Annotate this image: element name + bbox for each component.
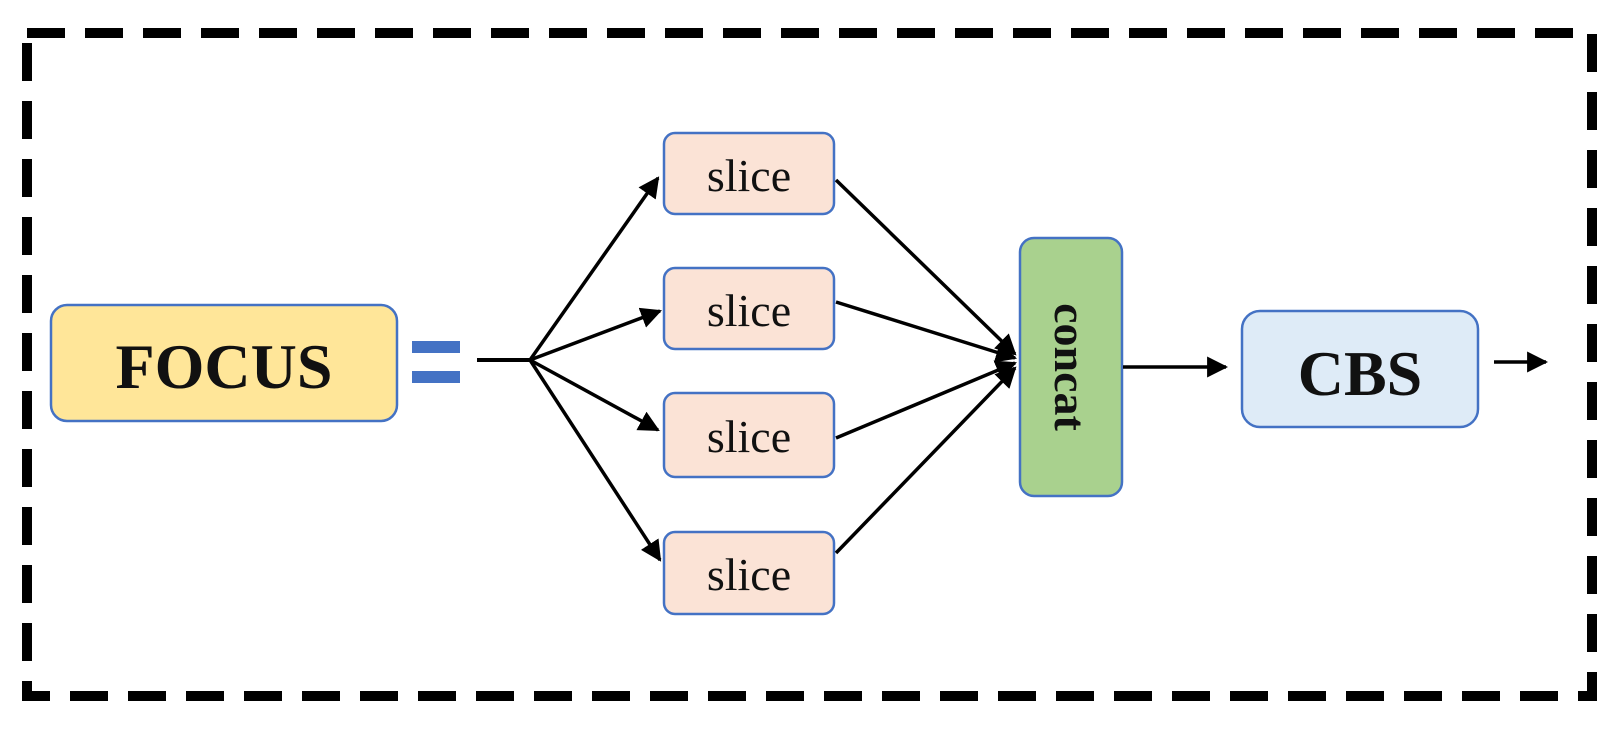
focus-box xyxy=(49,303,399,423)
slice-label: slice xyxy=(707,285,791,336)
concat-block: concat xyxy=(1018,236,1124,498)
arrow-from-slice-1 xyxy=(834,178,1017,356)
cbs-block: CBS xyxy=(1240,309,1480,429)
concat-box xyxy=(1018,236,1124,498)
slice-block-4: slice xyxy=(662,530,836,616)
cbs-label: CBS xyxy=(1298,338,1423,409)
fan-in-arrows xyxy=(834,178,1018,555)
slice-label: slice xyxy=(707,411,791,462)
slice-block-2: slice xyxy=(662,266,836,351)
slice-label: slice xyxy=(707,549,791,600)
equals-sign xyxy=(412,341,460,383)
focus-block: FOCUS xyxy=(49,303,399,423)
slice-box xyxy=(662,131,836,216)
arrow-from-slice-2 xyxy=(835,300,1018,363)
focus-label: FOCUS xyxy=(116,331,333,402)
concat-label: concat xyxy=(1045,303,1096,431)
arrow-to-slice-2 xyxy=(529,307,662,362)
slice-block-3: slice xyxy=(662,391,836,479)
arrow-to-slice-4 xyxy=(528,359,662,562)
fan-out-arrows xyxy=(528,176,662,562)
cbs-box xyxy=(1240,309,1480,429)
arrow-from-slice-3 xyxy=(835,360,1017,440)
slice-box xyxy=(662,530,836,616)
slice-label: slice xyxy=(707,150,791,201)
slice-block-1: slice xyxy=(662,131,836,216)
arrow-from-slice-4 xyxy=(834,366,1017,555)
arrow-to-slice-3 xyxy=(529,358,660,432)
dashed-frame xyxy=(22,28,1597,701)
slice-box xyxy=(662,266,836,351)
slice-box xyxy=(662,391,836,479)
arrow-to-slice-1 xyxy=(528,176,660,362)
